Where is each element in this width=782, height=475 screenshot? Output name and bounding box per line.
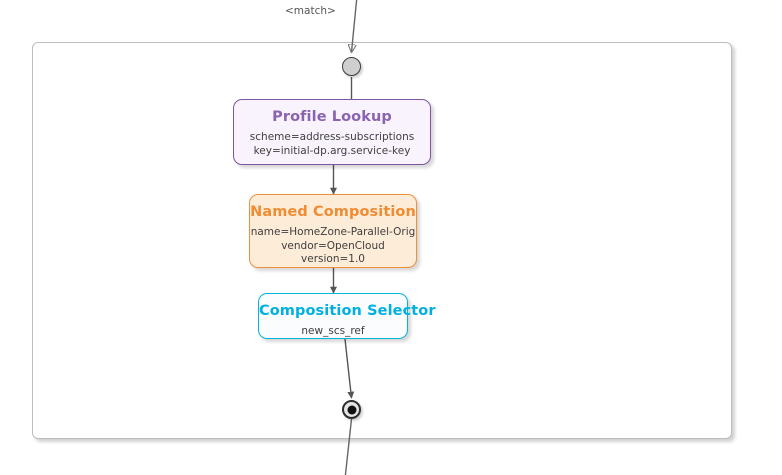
node-composition-selector-body: new_scs_ref — [301, 325, 365, 337]
edge-label-match: <match> — [285, 5, 336, 17]
node-profile-lookup[interactable]: Profile Lookup scheme=address-subscripti… — [233, 99, 431, 165]
node-composition-selector[interactable]: Composition Selector new_scs_ref — [258, 293, 436, 339]
node-profile-lookup-title: Profile Lookup — [272, 109, 392, 125]
node-named-composition-body: name=HomeZone-Parallel-Orig vendor=OpenC… — [250, 226, 416, 265]
edge-composition-selector-to-end — [344, 338, 355, 399]
node-composition-selector-title: Composition Selector — [259, 303, 436, 319]
edge-incoming-to-start — [352, 0, 358, 52]
end-node — [342, 400, 361, 419]
node-named-composition[interactable]: Named Composition name=HomeZone-Parallel… — [249, 194, 417, 268]
edge-end-to-outgoing — [344, 418, 353, 475]
node-profile-lookup-body: scheme=address-subscriptions key=initial… — [249, 131, 415, 157]
start-node — [342, 57, 361, 76]
node-named-composition-title: Named Composition — [250, 204, 416, 220]
